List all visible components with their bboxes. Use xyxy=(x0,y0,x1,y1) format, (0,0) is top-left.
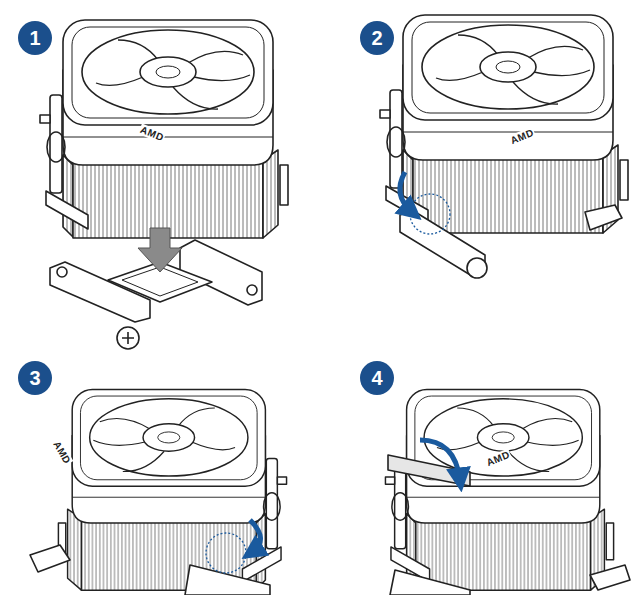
callout-number: 3 xyxy=(18,361,52,395)
brand-logo: AMD xyxy=(484,448,512,468)
callout-number: 4 xyxy=(360,361,394,395)
brand-logo: AMD xyxy=(138,123,166,143)
brand-logo: AMD xyxy=(508,126,536,146)
callout-number: 1 xyxy=(18,21,52,55)
brand-logo: AMD xyxy=(51,438,74,466)
callout-number: 2 xyxy=(360,21,394,55)
